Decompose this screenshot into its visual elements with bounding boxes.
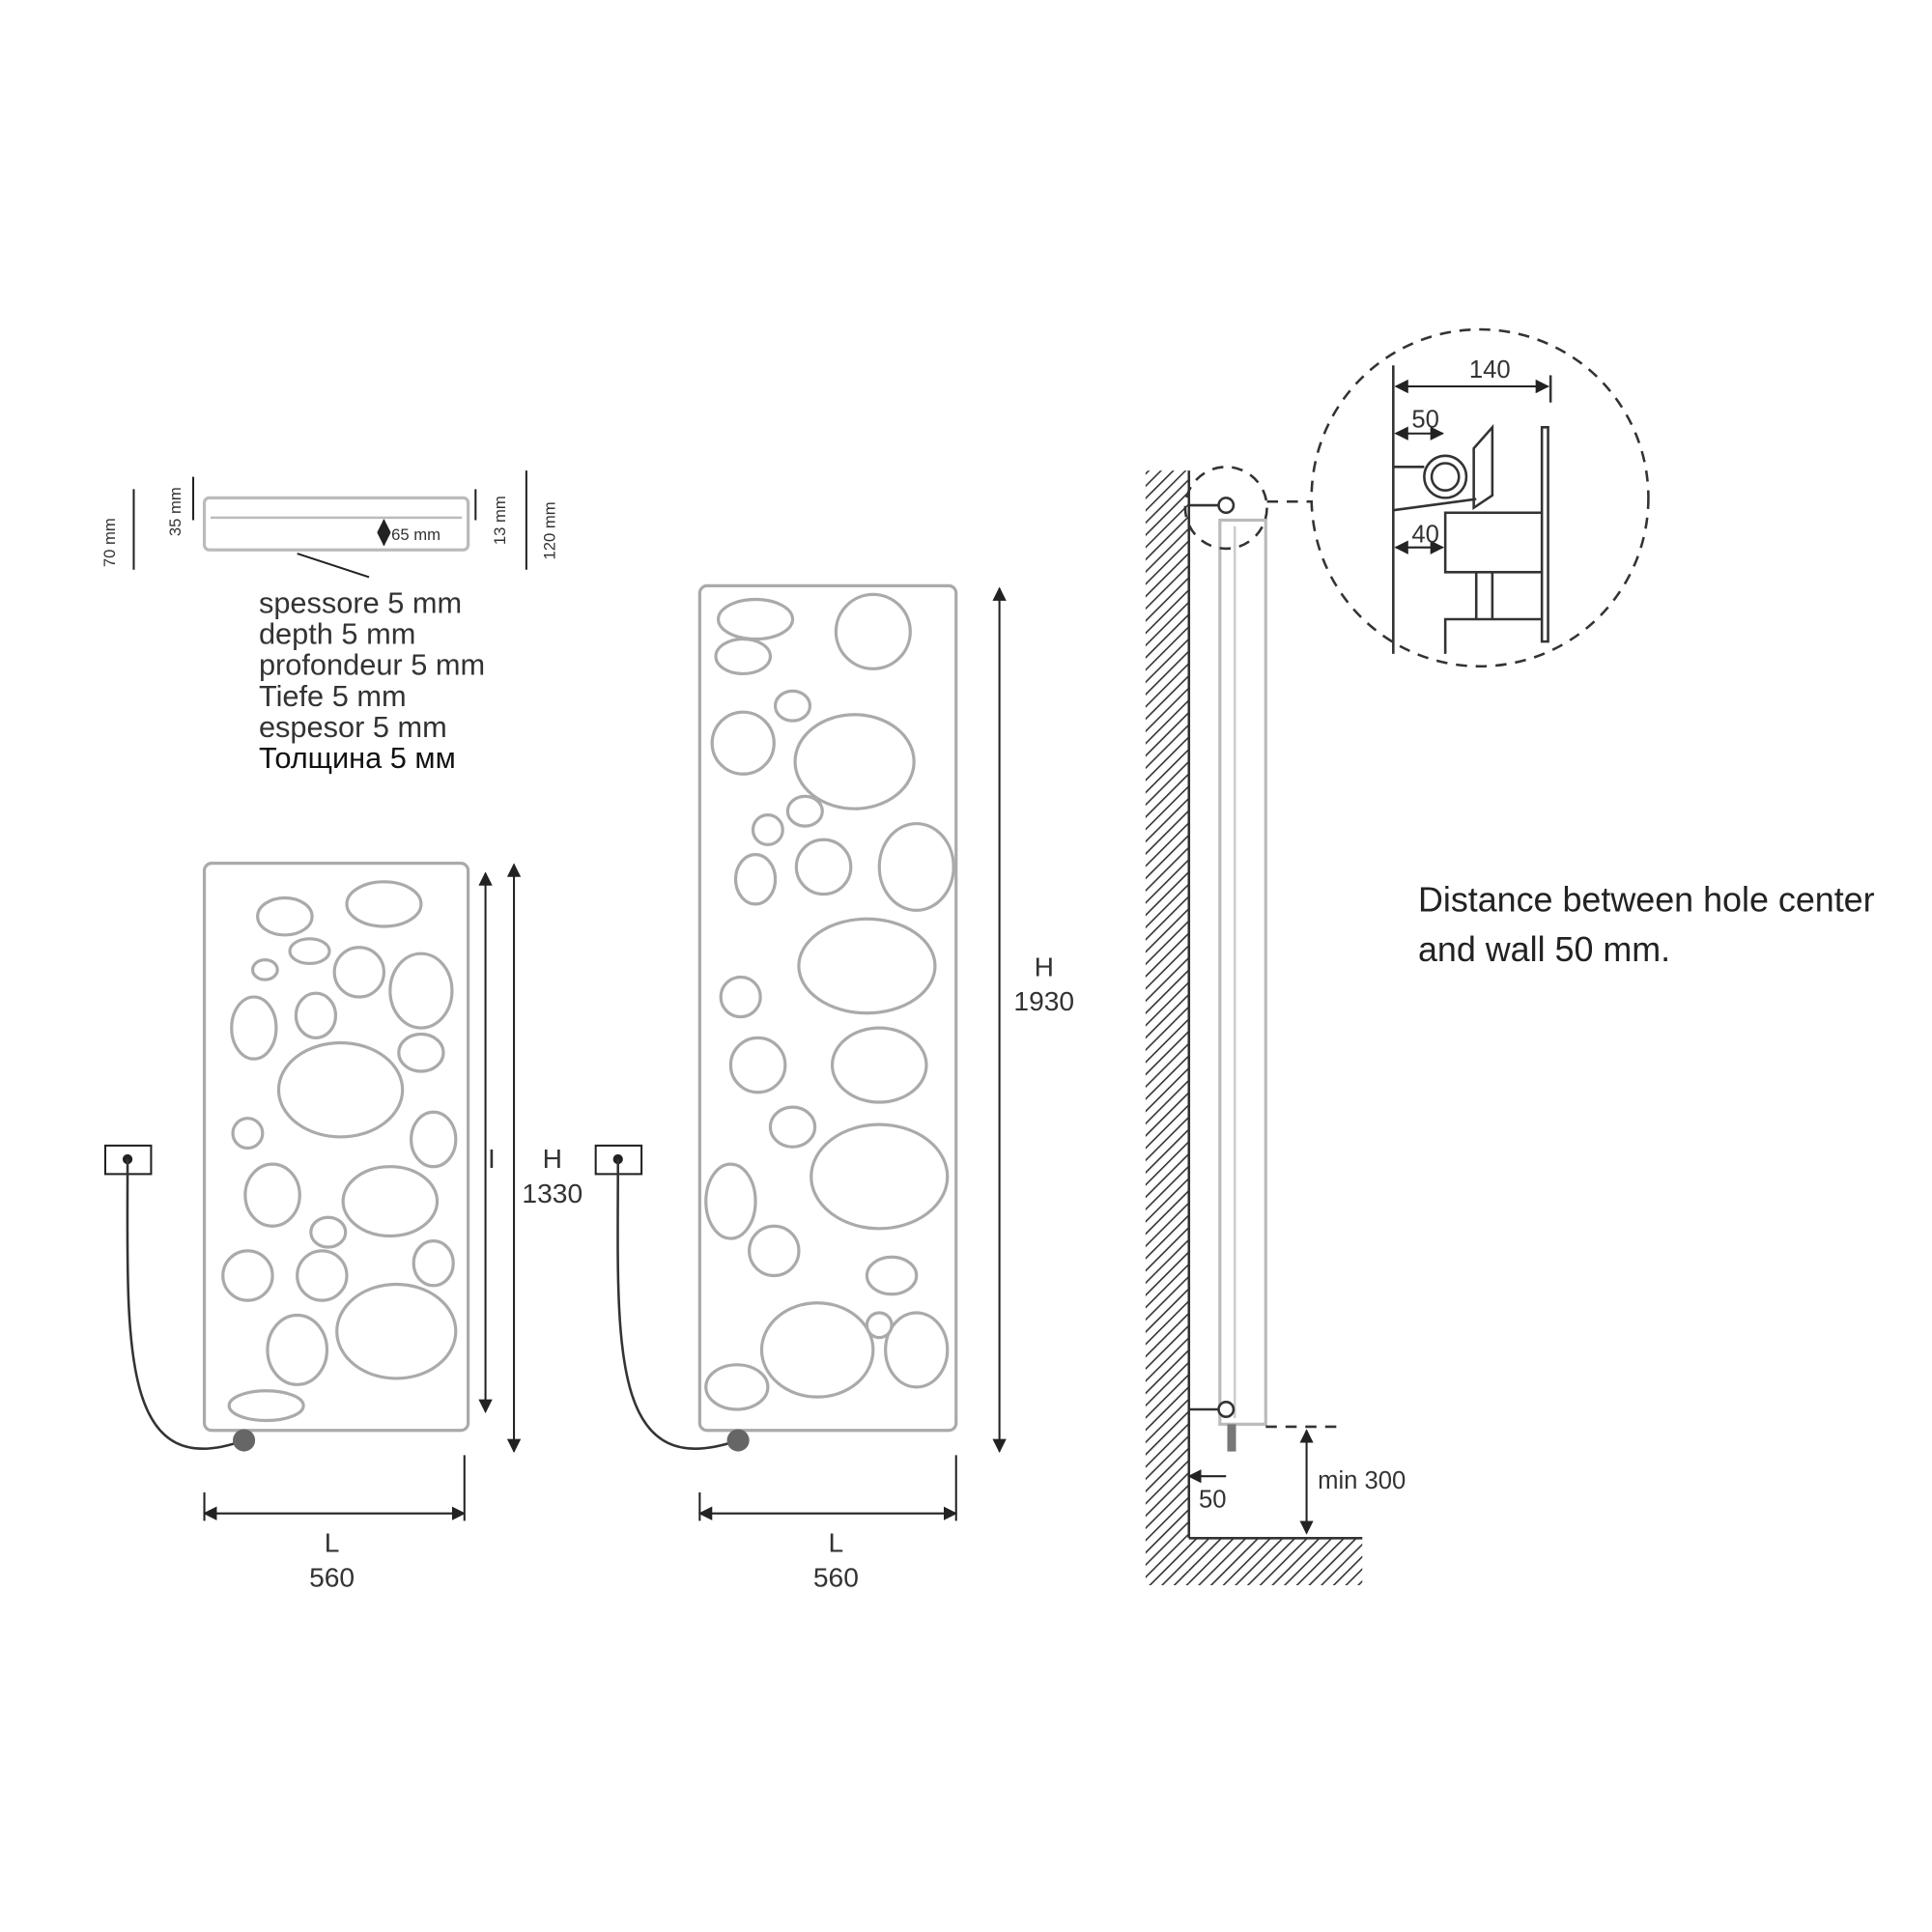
detail-hole-to-wall: 50 [1411,406,1439,433]
dim-70mm: 70 mm [100,518,119,567]
radiator-1930: L 560 H 1930 [594,583,1074,1592]
label-en: depth 5 mm [259,617,415,651]
detail-bracket: 40 [1411,522,1439,549]
wall [1145,470,1189,1586]
thickness-labels: spessore 5 mm depth 5 mm profondeur 5 mm… [259,586,485,775]
dim-65mm: 65 mm [391,526,440,544]
label-ru: Толщина 5 мм [259,741,456,775]
bubble-pattern [704,592,955,1411]
cable-entry-icon [233,1429,256,1452]
label-es: espesor 5 mm [259,710,447,744]
note-line-1: Distance between hole center [1418,881,1875,920]
floor-clearance: min 300 [1318,1467,1406,1494]
label-de: Tiefe 5 mm [259,679,407,713]
cable-entry-icon [726,1429,750,1452]
radiator-1330: L 560 I H 1330 [103,861,582,1592]
label-fr: profondeur 5 mm [259,648,485,682]
width-symbol: L [325,1526,340,1557]
detail-total: 140 [1469,356,1511,384]
width-symbol: L [829,1526,844,1557]
radiator-side [1218,518,1267,1426]
power-cable [126,1158,245,1450]
width-value: 560 [309,1561,355,1592]
floor [1188,1538,1363,1586]
height-symbol: H [1035,951,1054,981]
top-view: 70 mm 35 mm 65 mm 13 mm 120 mm spessore … [100,470,558,775]
bracket-detail: 140 50 40 [1310,327,1650,668]
inner-symbol: I [488,1143,496,1174]
dim-120mm: 120 mm [540,501,558,559]
side-view: min 300 50 140 50 40 Distance between ho… [1145,327,1875,1586]
width-value: 560 [813,1561,859,1592]
note-line-2: and wall 50 mm. [1418,930,1670,969]
dim-35mm: 35 mm [166,487,185,536]
power-cable [616,1158,739,1450]
bubble-pattern [221,880,458,1423]
height-value: 1330 [522,1178,582,1208]
label-it: spessore 5 mm [259,586,462,620]
wall-distance: 50 [1199,1486,1227,1513]
dim-13mm: 13 mm [491,496,509,545]
detail-marker [1183,466,1268,551]
height-value: 1930 [1013,985,1074,1016]
height-symbol: H [543,1143,562,1174]
